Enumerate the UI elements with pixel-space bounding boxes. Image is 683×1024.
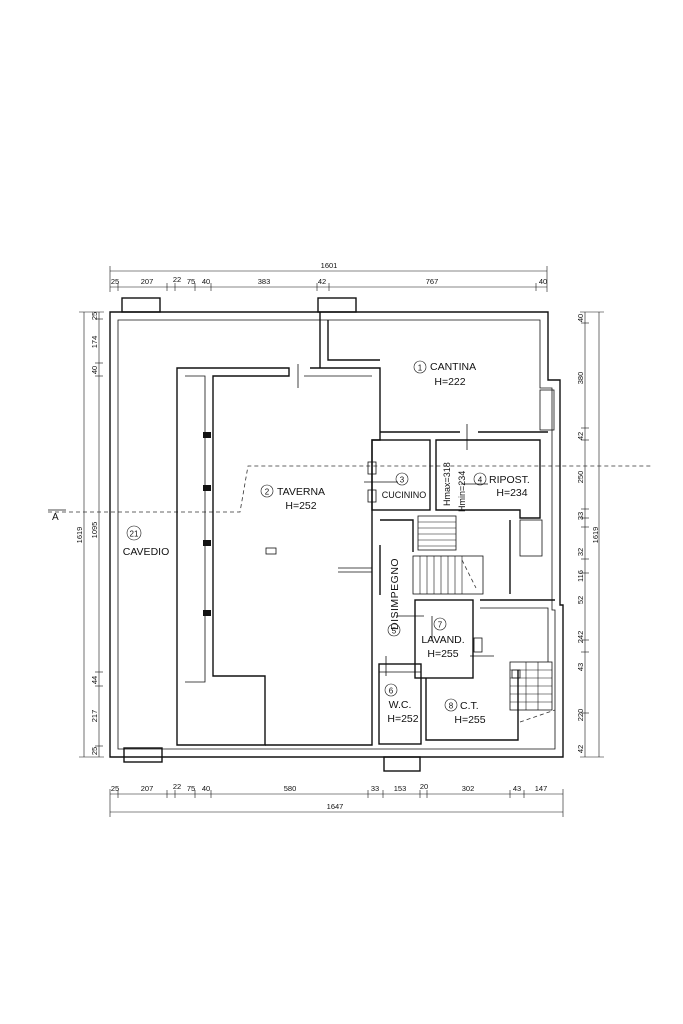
- left-dim-label: 1095: [90, 522, 99, 539]
- left-dim-label: 25: [90, 747, 99, 755]
- room-name: CUCININO: [382, 490, 427, 500]
- left-dim-label: 174: [90, 336, 99, 349]
- section-mark-label: A: [52, 512, 59, 523]
- right-dim-label: 52: [576, 596, 585, 604]
- top-dim-label: 767: [426, 277, 439, 286]
- top-dim-label: 383: [258, 277, 271, 286]
- hmax-label: Hmax=318: [442, 462, 452, 506]
- right-dimension-chain: 40 380 42 250 33 32 116 52 242 43 220 42…: [576, 311, 604, 758]
- room-number: 3: [400, 476, 405, 485]
- room-height: H=255: [454, 714, 485, 726]
- room-name: DISIMPEGNO: [389, 558, 401, 630]
- room-height: H=252: [285, 500, 316, 512]
- room-height: H=255: [427, 648, 458, 660]
- top-total-label: 1601: [321, 261, 338, 270]
- right-dim-label: 42: [576, 432, 585, 440]
- top-dimension-chain: 1601 25 207 22 75 40 383 42 767 40: [109, 261, 548, 292]
- bottom-dim-label: 147: [535, 784, 548, 793]
- bottom-dim-label: 22: [173, 782, 181, 791]
- bottom-dim-label: 40: [202, 784, 210, 793]
- room-name: C.T.: [460, 700, 479, 712]
- room-number: 4: [478, 476, 483, 485]
- room-number: 1: [418, 364, 423, 373]
- right-dim-label: 220: [576, 709, 585, 722]
- room-name: CANTINA: [430, 361, 476, 373]
- bottom-total-label: 1647: [327, 802, 344, 811]
- left-dim-label: 40: [90, 366, 99, 374]
- room-name: W.C.: [389, 699, 412, 711]
- room-height: H=234: [496, 487, 527, 499]
- right-dim-label: 33: [576, 512, 585, 520]
- section-line: A: [48, 465, 652, 523]
- hmin-label: Hmin=234: [457, 471, 467, 512]
- bottom-dim-label: 302: [462, 784, 475, 793]
- top-dim-label: 40: [539, 277, 547, 286]
- right-dim-label: 42: [576, 745, 585, 753]
- room-height: H=222: [434, 376, 465, 388]
- room-labels: 1 CANTINA H=222 2 TAVERNA H=252 3 CUCINI…: [123, 360, 530, 726]
- right-dim-label: 250: [576, 471, 585, 484]
- bottom-dim-label: 75: [187, 784, 195, 793]
- left-dim-label: 44: [90, 676, 99, 684]
- bottom-dim-label: 33: [371, 784, 379, 793]
- left-dimension-chain: 25 174 40 1095 44 217 25 1619: [75, 311, 104, 758]
- right-dim-label: 380: [576, 372, 585, 385]
- room-name: CAVEDIO: [123, 546, 169, 558]
- right-dim-label: 43: [576, 663, 585, 671]
- left-dim-label: 217: [90, 710, 99, 723]
- right-dim-label: 32: [576, 548, 585, 556]
- bottom-dim-label: 25: [111, 784, 119, 793]
- room-height: H=252: [387, 713, 418, 725]
- room-number: 5: [392, 627, 397, 636]
- bottom-dim-label: 43: [513, 784, 521, 793]
- room-number: 7: [438, 621, 443, 630]
- room-name: TAVERNA: [277, 486, 325, 498]
- bottom-dim-label: 153: [394, 784, 407, 793]
- top-dim-label: 22: [173, 275, 181, 284]
- room-number: 2: [265, 488, 270, 497]
- bottom-dimension-chain: 25 207 22 75 40 580 33 153 20 302 43 147…: [109, 782, 564, 817]
- building-walls: [109, 297, 564, 772]
- room-number: 6: [389, 687, 394, 696]
- room-number: 8: [449, 702, 454, 711]
- room-number: 21: [130, 530, 139, 539]
- top-dim-label: 75: [187, 277, 195, 286]
- bottom-dim-label: 207: [141, 784, 154, 793]
- room-name: RIPOST.: [489, 474, 530, 486]
- top-dim-label: 42: [318, 277, 326, 286]
- bottom-dim-label: 580: [284, 784, 297, 793]
- bottom-dim-label: 20: [420, 782, 428, 791]
- right-dim-label: 242: [576, 631, 585, 644]
- right-dim-label: 116: [576, 570, 585, 582]
- top-dim-label: 40: [202, 277, 210, 286]
- top-dim-label: 207: [141, 277, 154, 286]
- right-total-label: 1619: [591, 527, 600, 544]
- left-total-label: 1619: [75, 527, 84, 544]
- right-dim-label: 40: [576, 314, 585, 322]
- left-dim-label: 25: [90, 312, 99, 320]
- room-name: LAVAND.: [421, 634, 464, 646]
- top-dim-label: 25: [111, 277, 119, 286]
